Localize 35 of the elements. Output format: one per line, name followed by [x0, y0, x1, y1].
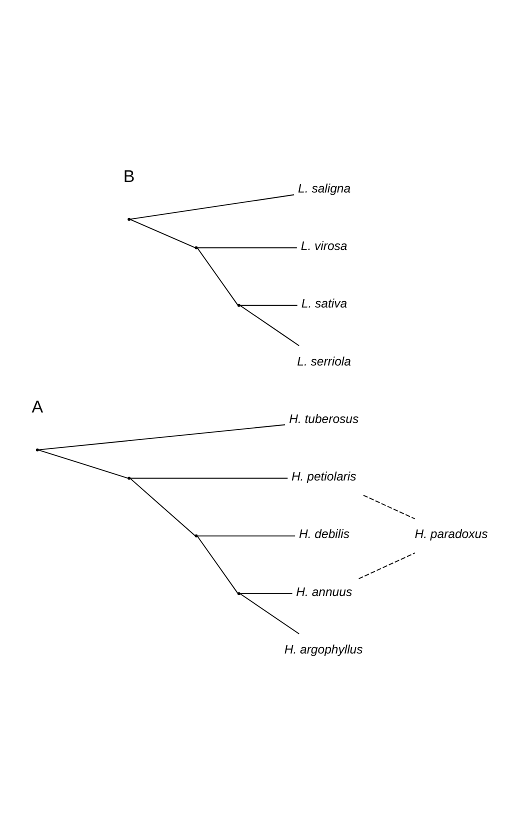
connector	[240, 305, 300, 346]
node-text: L. saligna	[298, 181, 351, 196]
label: A	[32, 398, 44, 417]
node-point	[237, 592, 240, 596]
connector	[196, 247, 238, 306]
node-point	[128, 476, 131, 480]
connector	[240, 304, 298, 306]
connector	[38, 424, 286, 450]
node-text: H. paradoxus	[414, 527, 488, 542]
node-point	[194, 534, 198, 538]
connector	[130, 194, 295, 220]
node-text: H. tuberosus	[289, 412, 359, 426]
node-text: H. argophyllus	[284, 642, 363, 656]
node-text: H. annuus	[296, 584, 352, 599]
node-text: H. petiolaris	[291, 470, 356, 484]
node-point	[36, 448, 39, 452]
connector	[38, 450, 128, 479]
connector	[130, 478, 196, 536]
connector	[130, 478, 288, 479]
connector	[197, 247, 298, 248]
label: B	[123, 166, 135, 186]
node-text: L. sativa	[301, 296, 348, 311]
node-point	[128, 218, 131, 221]
connector	[358, 552, 416, 580]
node-text: L. serriola	[297, 354, 351, 368]
connector	[240, 593, 293, 594]
connector	[197, 535, 296, 536]
node-text: L. virosa	[300, 238, 348, 253]
connector	[362, 494, 416, 520]
connector	[130, 218, 196, 248]
connector	[240, 593, 300, 634]
node-point	[194, 246, 198, 250]
node-point	[237, 304, 240, 307]
connector	[196, 536, 238, 594]
node-text: H. debilis	[299, 527, 350, 542]
